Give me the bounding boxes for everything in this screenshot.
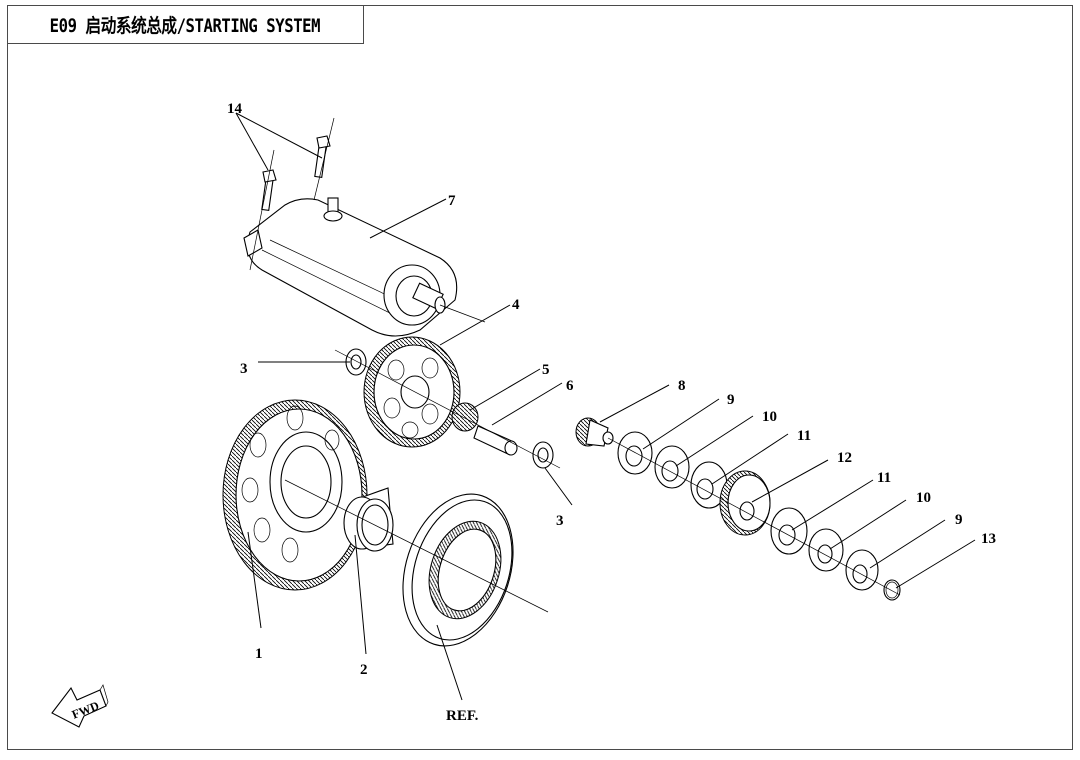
starter-motor <box>243 197 486 337</box>
reduction-gear <box>719 470 771 536</box>
bolt-left <box>249 149 277 271</box>
callout-1: 1 <box>255 646 263 662</box>
leader-lines <box>235 112 976 701</box>
washer-10a <box>654 445 690 489</box>
starter-pinion <box>575 417 614 447</box>
idle-gear <box>363 336 461 448</box>
page-title: E09 启动系统总成/STARTING SYSTEM <box>49 14 321 37</box>
washer-9a <box>617 431 653 475</box>
idle-shaft <box>473 425 518 456</box>
callout-3-lower: 3 <box>556 513 564 529</box>
washer-11b <box>770 507 808 555</box>
circlip <box>883 579 901 601</box>
callout-14: 14 <box>227 101 243 117</box>
callout-ref: REF. <box>446 708 479 724</box>
washer-9b <box>845 549 879 591</box>
callout-11-a: 11 <box>797 428 811 444</box>
callout-9-b: 9 <box>955 512 963 528</box>
needle-bearing <box>451 402 479 432</box>
fwd-arrow-icon: FWD <box>51 684 109 728</box>
title-block: E09 启动系统总成/STARTING SYSTEM <box>7 5 364 44</box>
callout-7: 7 <box>448 193 456 209</box>
callout-12: 12 <box>837 450 852 466</box>
bolt-right <box>313 117 335 201</box>
driven-gear <box>222 399 368 591</box>
callout-11-b: 11 <box>877 470 891 486</box>
callout-2: 2 <box>360 662 368 678</box>
callout-3-upper: 3 <box>240 361 248 377</box>
callout-9-a: 9 <box>727 392 735 408</box>
callout-8: 8 <box>678 378 686 394</box>
one-way-clutch <box>402 493 514 647</box>
washer-3-lower <box>532 441 554 469</box>
callout-13: 13 <box>981 531 996 547</box>
washer-10b <box>808 528 844 572</box>
washer-3-upper <box>345 348 367 376</box>
callout-6: 6 <box>566 378 574 394</box>
callout-10-b: 10 <box>916 490 931 506</box>
callout-5: 5 <box>542 362 550 378</box>
callout-10-a: 10 <box>762 409 777 425</box>
drawing-frame <box>7 5 1073 750</box>
callout-4: 4 <box>512 297 520 313</box>
